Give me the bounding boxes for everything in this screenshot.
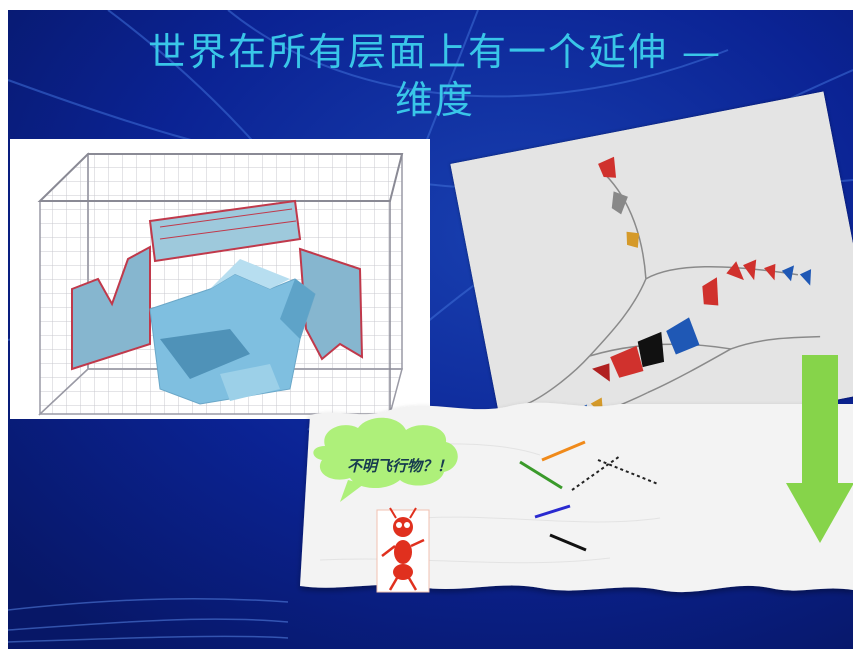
slide-title-line2: 维度 <box>394 78 475 122</box>
slide-title: 世界在所有层面上有一个延伸 — 维度 <box>40 28 830 124</box>
torn-paper-sheet <box>280 380 853 610</box>
slide-title-line1: 世界在所有层面上有一个延伸 — <box>147 30 723 74</box>
down-arrow-icon <box>786 355 853 545</box>
ant-figure-icon <box>376 507 430 593</box>
speech-bubble-text: 不明飞行物？！ <box>347 457 453 475</box>
cloud-bubble-icon <box>313 417 458 489</box>
projection-cube-illustration <box>10 139 430 419</box>
